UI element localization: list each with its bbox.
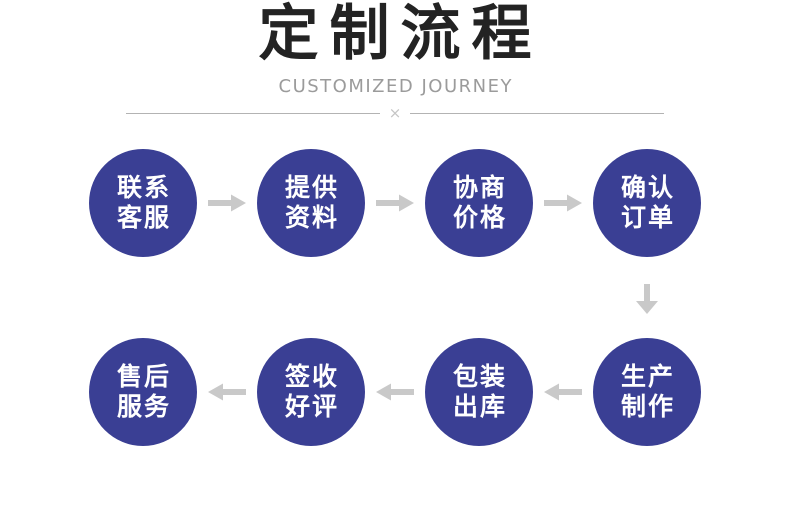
page-title: 定制流程 [258,0,543,69]
step-label-line: 订单 [620,203,675,232]
arrow-right-icon [533,192,593,214]
step-circle-provide-materials: 提供 资料 [257,149,365,257]
flow-area: 联系 客服 提供 资料 协商 价格 确认 订单 [89,149,701,446]
arrow-right-icon [365,192,425,214]
step-label-line: 联系 [116,173,171,202]
page-subtitle: CUSTOMIZED JOURNEY [278,76,513,97]
step-label-line: 确认 [620,173,675,202]
divider-x-mark: × [388,104,402,122]
step-circle-sign-and-review: 签收 好评 [257,338,365,446]
step-label-line: 出库 [452,392,507,421]
arrow-right-icon [197,192,257,214]
flow-row-bottom: 售后 服务 签收 好评 包装 出库 生产 制作 [89,338,701,446]
step-label-line: 签收 [284,362,339,391]
step-label-line: 制作 [620,392,675,421]
divider: × [0,104,790,122]
step-circle-pack-and-ship: 包装 出库 [425,338,533,446]
step-circle-production: 生产 制作 [593,338,701,446]
flow-row-top: 联系 客服 提供 资料 协商 价格 确认 订单 [89,149,701,257]
step-label-line: 生产 [620,362,675,391]
step-circle-confirm-order: 确认 订单 [593,149,701,257]
arrow-down-icon [636,284,658,314]
step-circle-contact-service: 联系 客服 [89,149,197,257]
step-circle-negotiate-price: 协商 价格 [425,149,533,257]
step-label-line: 服务 [116,392,171,421]
arrow-left-icon [365,381,425,403]
step-label-line: 价格 [452,203,507,232]
step-label-line: 客服 [116,203,171,232]
step-label-line: 好评 [284,392,339,421]
arrow-left-icon [533,381,593,403]
arrow-left-icon [197,381,257,403]
step-label-line: 提供 [284,173,339,202]
step-label-line: 售后 [116,362,171,391]
step-label-line: 包装 [452,362,507,391]
step-circle-after-sales-service: 售后 服务 [89,338,197,446]
step-label-line: 资料 [284,203,339,232]
divider-line-right [410,112,665,114]
step-label-line: 协商 [452,173,507,202]
divider-line-left [125,112,380,114]
